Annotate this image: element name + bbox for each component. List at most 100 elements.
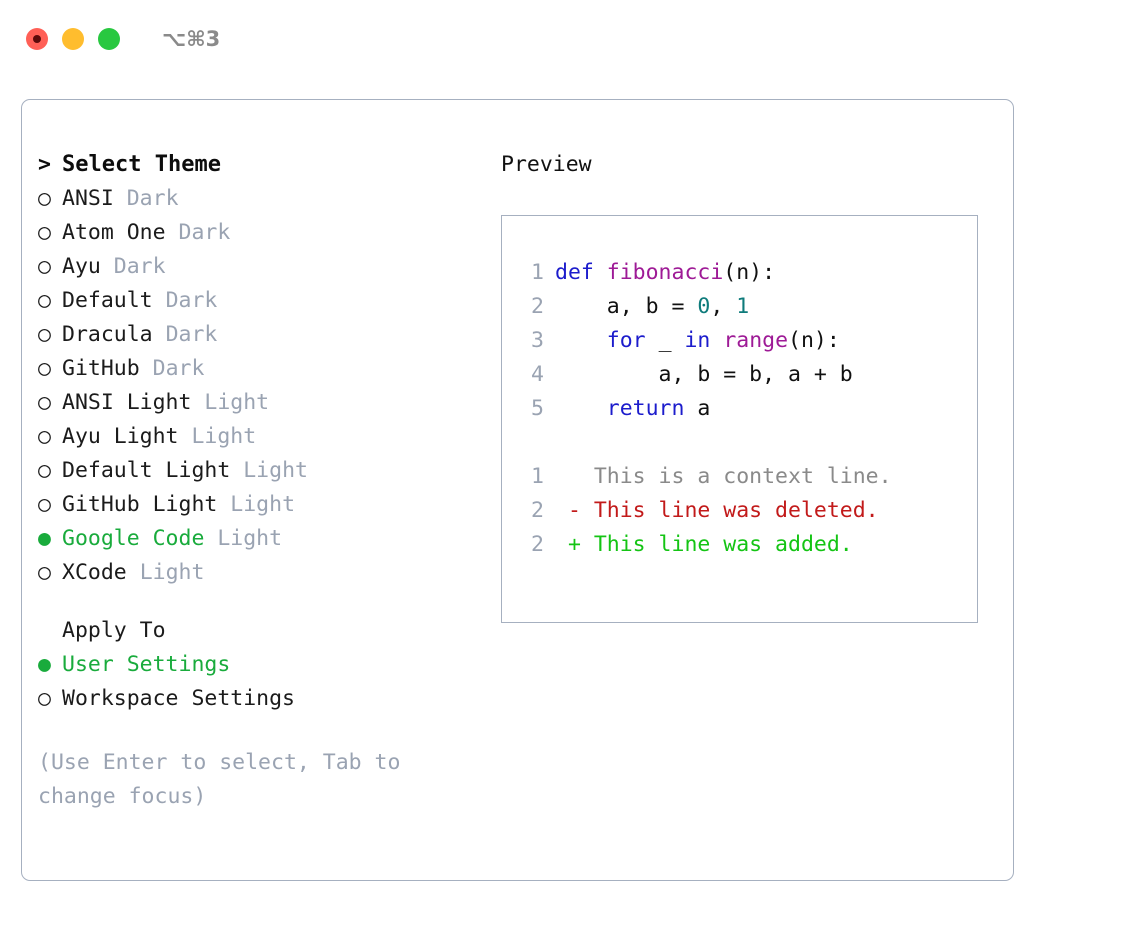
code-line-text: a, b = 0, 1 bbox=[555, 290, 749, 324]
minimize-button[interactable] bbox=[62, 28, 84, 50]
radio-unselected-icon: ○ bbox=[38, 186, 51, 211]
keyboard-shortcut-label: ⌥⌘3 bbox=[162, 27, 221, 51]
theme-variant-label: Light bbox=[191, 424, 257, 449]
theme-list-item[interactable]: ○ANSI Light Light bbox=[38, 386, 488, 420]
code-line: 1 def fibonacci(n): bbox=[514, 256, 977, 290]
radio-unselected-icon: ○ bbox=[38, 288, 51, 313]
radio-unselected-icon: ○ bbox=[38, 560, 51, 585]
theme-name: Ayu Light bbox=[62, 424, 179, 449]
theme-name: Google Code bbox=[62, 526, 205, 551]
code-line: 3 for _ in range(n): bbox=[514, 324, 977, 358]
code-token-fn: fibonacci bbox=[606, 260, 724, 285]
theme-list-item[interactable]: ○Dracula Dark bbox=[38, 318, 488, 352]
code-token-plain bbox=[555, 328, 607, 353]
theme-picker: >Select Theme ○ANSI Dark○Atom One Dark○A… bbox=[38, 148, 488, 814]
diff-sample: 1 This is a context line. 2 - This line w… bbox=[514, 460, 977, 562]
main-panel: >Select Theme ○ANSI Dark○Atom One Dark○A… bbox=[21, 99, 1014, 881]
radio-unselected-icon: ○ bbox=[38, 220, 51, 245]
code-token-plain: _ bbox=[645, 328, 685, 353]
code-token-kw: return bbox=[606, 396, 685, 421]
theme-name: Dracula bbox=[62, 322, 153, 347]
line-number: 1 bbox=[531, 464, 544, 489]
page-title-text: Select Theme bbox=[62, 152, 221, 177]
theme-list: ○ANSI Dark○Atom One Dark○Ayu Dark○Defaul… bbox=[38, 182, 488, 590]
theme-variant-label: Dark bbox=[126, 186, 179, 211]
code-token-fn: range bbox=[723, 328, 789, 353]
apply-to-heading-text: Apply To bbox=[62, 618, 166, 643]
theme-list-item[interactable]: ○ GitHub Dark bbox=[38, 352, 488, 386]
line-number: 2 bbox=[531, 294, 544, 319]
radio-unselected-icon: ○ bbox=[38, 356, 51, 381]
theme-name: GitHub Light bbox=[62, 492, 218, 517]
code-token-plain: a, b = b, a + b bbox=[555, 362, 853, 387]
code-line-text: for _ in range(n): bbox=[555, 324, 840, 358]
code-token-plain: (n): bbox=[723, 260, 776, 285]
line-number: 4 bbox=[531, 362, 544, 387]
line-number: 5 bbox=[531, 396, 544, 421]
theme-list-item[interactable]: ○Ayu Light Light bbox=[38, 420, 488, 454]
window-controls bbox=[26, 28, 120, 50]
title-bar: ⌥⌘3 bbox=[0, 0, 1140, 78]
theme-name: Default bbox=[62, 288, 153, 313]
code-token-plain: a bbox=[684, 396, 711, 421]
code-line: 5 return a bbox=[514, 392, 977, 426]
close-button[interactable] bbox=[26, 28, 48, 50]
preview-title: Preview bbox=[501, 152, 592, 177]
line-number: 2 bbox=[531, 498, 544, 523]
code-token-num: 0 bbox=[697, 294, 711, 319]
code-line: 4 a, b = b, a + b bbox=[514, 358, 977, 392]
code-token-kw: def bbox=[555, 260, 607, 285]
maximize-button[interactable] bbox=[98, 28, 120, 50]
code-line-text: def fibonacci(n): bbox=[555, 256, 775, 290]
code-line-text: a, b = b, a + b bbox=[555, 358, 853, 392]
code-token-plain: , bbox=[710, 294, 737, 319]
radio-unselected-icon: ○ bbox=[38, 254, 51, 279]
diff-line: 2 + This line was added. bbox=[514, 528, 977, 562]
code-line-text: return a bbox=[555, 392, 711, 426]
line-number: 3 bbox=[531, 328, 544, 353]
theme-variant-label: Light bbox=[230, 492, 296, 517]
theme-variant-label: Light bbox=[139, 560, 205, 585]
code-line: 2 a, b = 0, 1 bbox=[514, 290, 977, 324]
code-token-kw: in bbox=[684, 328, 711, 353]
theme-list-item[interactable]: ○ Default Dark bbox=[38, 284, 488, 318]
apply-to-option[interactable]: ● User Settings bbox=[38, 648, 488, 682]
theme-list-item[interactable]: ●Google Code Light bbox=[38, 522, 488, 556]
theme-list-item[interactable]: ○ Atom One Dark bbox=[38, 216, 488, 250]
apply-to-option[interactable]: ○Workspace Settings bbox=[38, 682, 488, 716]
theme-list-item[interactable]: ○Ayu Dark bbox=[38, 250, 488, 284]
diff-line: 1 This is a context line. bbox=[514, 460, 977, 494]
apply-to-option-label: User Settings bbox=[62, 652, 231, 677]
theme-list-item[interactable]: ○Default Light Light bbox=[38, 454, 488, 488]
theme-variant-label: Light bbox=[217, 526, 283, 551]
theme-name: GitHub bbox=[62, 356, 140, 381]
line-number: 1 bbox=[531, 260, 544, 285]
theme-variant-label: Dark bbox=[152, 356, 205, 381]
prompt-caret-icon: > bbox=[38, 152, 51, 177]
theme-name: XCode bbox=[62, 560, 127, 585]
theme-variant-label: Light bbox=[204, 390, 270, 415]
theme-name: Atom One bbox=[62, 220, 166, 245]
theme-name: Default Light bbox=[62, 458, 231, 483]
theme-list-item[interactable]: ○ XCode Light bbox=[38, 556, 488, 590]
code-token-plain bbox=[555, 396, 607, 421]
page-title: > Select Theme bbox=[38, 148, 488, 182]
diff-line-text: - This line was deleted. bbox=[555, 498, 879, 523]
theme-variant-label: Dark bbox=[165, 288, 218, 313]
radio-unselected-icon: ○ bbox=[38, 686, 51, 711]
theme-list-item[interactable]: ○ANSI Dark bbox=[38, 182, 488, 216]
theme-list-item[interactable]: ○GitHub Light Light bbox=[38, 488, 488, 522]
blank-marker: ○ bbox=[38, 614, 62, 648]
radio-selected-icon: ● bbox=[38, 652, 51, 677]
code-token-plain bbox=[710, 328, 723, 353]
theme-name: ANSI Light bbox=[62, 390, 192, 415]
apply-to-heading: ○Apply To bbox=[38, 614, 488, 648]
theme-variant-label: Dark bbox=[178, 220, 231, 245]
apply-to-options: ● User Settings ○Workspace Settings bbox=[38, 648, 488, 716]
theme-variant-label: Dark bbox=[113, 254, 166, 279]
code-token-plain: a, b = bbox=[555, 294, 698, 319]
